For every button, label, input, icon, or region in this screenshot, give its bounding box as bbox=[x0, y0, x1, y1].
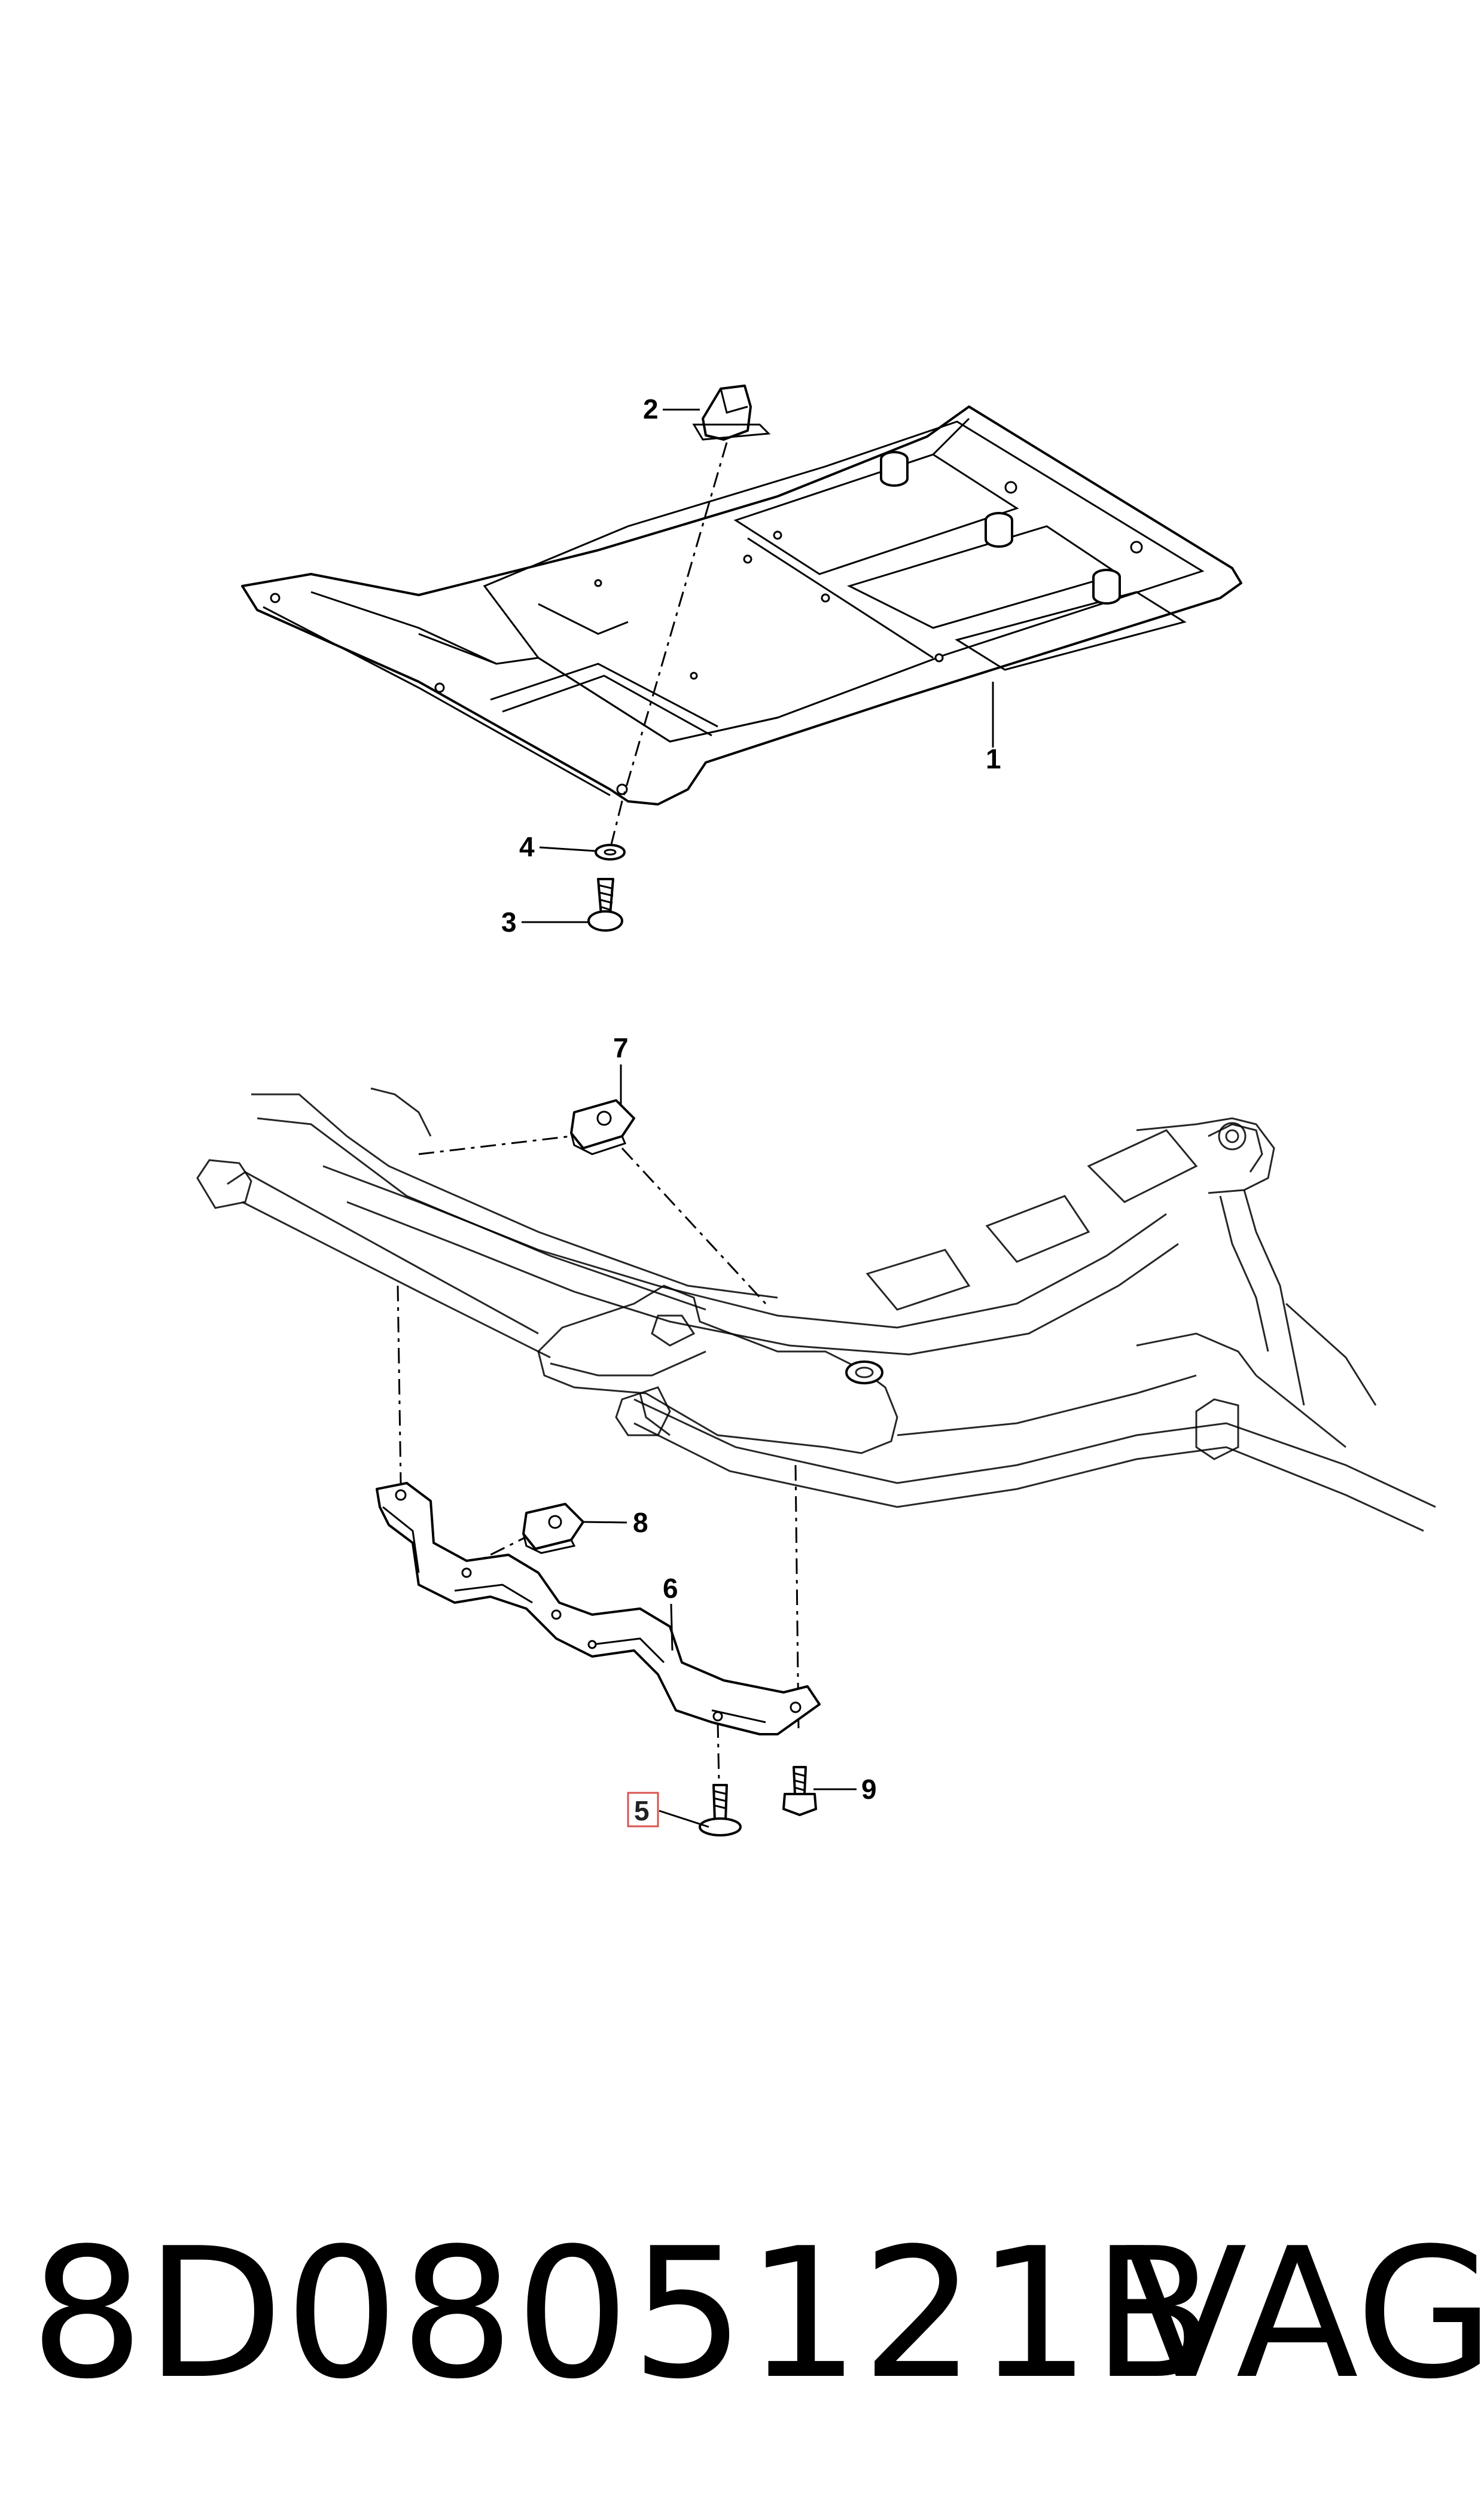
svg-text:5: 5 bbox=[634, 1795, 650, 1826]
washer-part-4 bbox=[595, 844, 626, 861]
callout-8: 8 bbox=[583, 1507, 648, 1538]
bracket-part-6 bbox=[376, 1482, 821, 1735]
callout-6: 6 bbox=[663, 1573, 678, 1651]
clip-part-2 bbox=[692, 385, 771, 441]
callout-9: 9 bbox=[813, 1774, 877, 1805]
svg-text:3: 3 bbox=[501, 907, 517, 938]
callout-5: 5 bbox=[627, 1792, 709, 1828]
stud-bolt-part-5 bbox=[699, 1784, 742, 1836]
svg-text:1: 1 bbox=[986, 743, 1001, 774]
assembly-line-right bbox=[794, 1465, 800, 1729]
assembly-line-upper bbox=[609, 442, 728, 850]
highlight-box bbox=[627, 1792, 659, 1828]
callout-4: 4 bbox=[519, 831, 596, 862]
hex-bolt-part-9 bbox=[782, 1766, 817, 1816]
callout-2: 2 bbox=[643, 393, 700, 425]
callout-3: 3 bbox=[501, 907, 589, 938]
svg-text:6: 6 bbox=[663, 1573, 678, 1604]
callout-7: 7 bbox=[613, 1032, 629, 1106]
svg-text:8: 8 bbox=[633, 1507, 648, 1538]
svg-text:9: 9 bbox=[861, 1774, 877, 1805]
brand-text: VAG bbox=[1125, 2210, 1484, 2418]
part-number-text: 8D0805121B bbox=[30, 2210, 1217, 2418]
svg-text:7: 7 bbox=[613, 1032, 629, 1063]
clip-nut-part-8 bbox=[522, 1503, 584, 1554]
footer-caption: 8D0805121B VAG bbox=[0, 2225, 1484, 2404]
screw-part-3 bbox=[587, 878, 623, 932]
subframe bbox=[196, 1087, 1436, 1532]
assembly-line-8 bbox=[478, 1533, 533, 1562]
clip-nut-part-7 bbox=[570, 1099, 635, 1155]
assembly-line-7 bbox=[418, 1135, 767, 1305]
svg-text:2: 2 bbox=[643, 393, 659, 425]
undertray-panel bbox=[241, 405, 1242, 806]
assembly-line-5 bbox=[717, 1722, 720, 1783]
callout-1: 1 bbox=[986, 682, 1001, 774]
svg-text:4: 4 bbox=[519, 831, 535, 862]
assembly-line-left bbox=[397, 1285, 402, 1484]
